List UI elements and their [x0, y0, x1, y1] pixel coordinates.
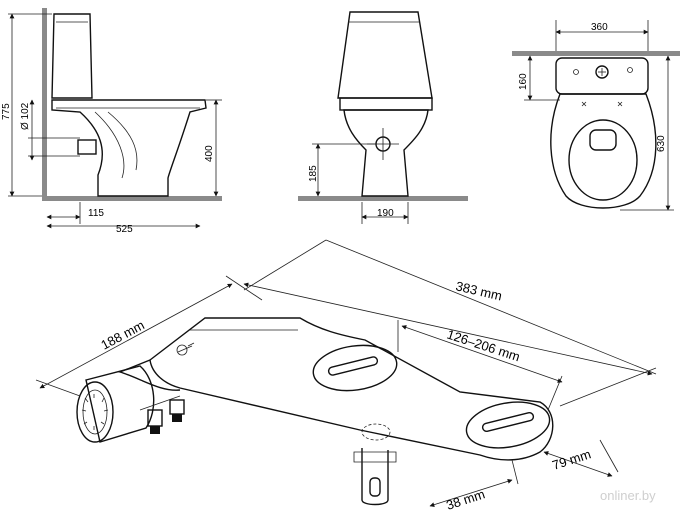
nozzle	[361, 448, 389, 506]
top-view: 360 160 630	[512, 20, 680, 211]
dim-outlet-height: 185	[308, 165, 319, 182]
dim-mount-offset: 38 mm	[444, 486, 486, 513]
tank-outline	[51, 13, 93, 99]
mount-pad-right	[465, 401, 551, 449]
dim-mount-width: 79 mm	[550, 446, 592, 473]
dim-outlet-offset: 115	[88, 208, 104, 219]
bowl-opening	[568, 119, 638, 201]
dim-total-length: 383 mm	[454, 278, 503, 303]
dim-width: 360	[591, 22, 608, 33]
dim-depth: 525	[116, 224, 133, 235]
watermark: onliner.by	[600, 488, 656, 503]
dim-height-total: 775	[1, 103, 12, 120]
dim-seat-height: 400	[204, 145, 215, 162]
bowl-top	[550, 93, 657, 209]
floor	[42, 196, 222, 201]
mount-plate	[149, 317, 554, 461]
floor	[298, 196, 468, 201]
bidet-attachment: 188 mm 383 mm 126–206 mm 79 mm 38 mm	[35, 239, 657, 513]
side-view: 775 Ø 102 400 115 525	[1, 8, 222, 235]
dim-base-width: 190	[377, 208, 394, 219]
wall	[512, 51, 680, 56]
mount-pad-left	[312, 344, 398, 392]
water-valve-left	[147, 409, 163, 434]
seat-outline	[339, 97, 433, 111]
dim-pipe-diameter: Ø 102	[20, 102, 31, 130]
control-body	[85, 365, 155, 443]
tank-outline	[337, 11, 433, 99]
water-valve-right	[169, 399, 185, 422]
control-knob	[76, 381, 114, 443]
bowl-outline	[51, 99, 207, 197]
dim-tank-depth: 160	[518, 73, 529, 90]
bowl-outline	[343, 109, 429, 197]
plug-icon	[176, 342, 195, 356]
wall	[42, 8, 47, 200]
dim-length: 630	[656, 135, 667, 152]
outlet-pipe	[77, 139, 97, 155]
front-view: 185 190	[298, 11, 468, 224]
dim-arm-length: 188 mm	[98, 317, 147, 352]
